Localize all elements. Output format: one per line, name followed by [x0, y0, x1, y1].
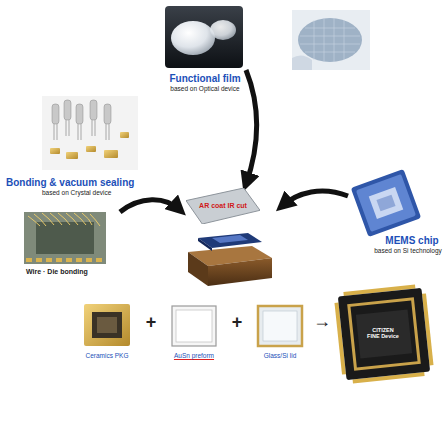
node-text: CITIZEN FINE Device	[366, 327, 400, 339]
result-arrow: →	[313, 312, 331, 332]
plus-sign: +	[146, 313, 157, 333]
part-caption: AuSn preform	[174, 352, 214, 359]
part-caption: Ceramics PKG	[86, 352, 129, 359]
section-title: Functional film	[169, 73, 240, 84]
section-title: Bonding & vacuum sealing	[6, 177, 134, 188]
part-caption: Glass/Si lid	[264, 352, 297, 359]
part-caption: Wire · Die bonding	[26, 268, 88, 276]
section-title: MEMS chip	[385, 235, 438, 246]
node-text: AR coat IR cut	[199, 202, 247, 210]
section-subtitle: based on Optical device	[170, 85, 239, 92]
section-subtitle: based on Si technology	[374, 247, 442, 254]
device-marking: CITIZEN FINE Device	[358, 318, 408, 348]
lid-plate: AR coat IR cut	[186, 188, 260, 224]
plus-sign: +	[232, 313, 243, 333]
section-subtitle: based on Crystal device	[42, 189, 111, 196]
